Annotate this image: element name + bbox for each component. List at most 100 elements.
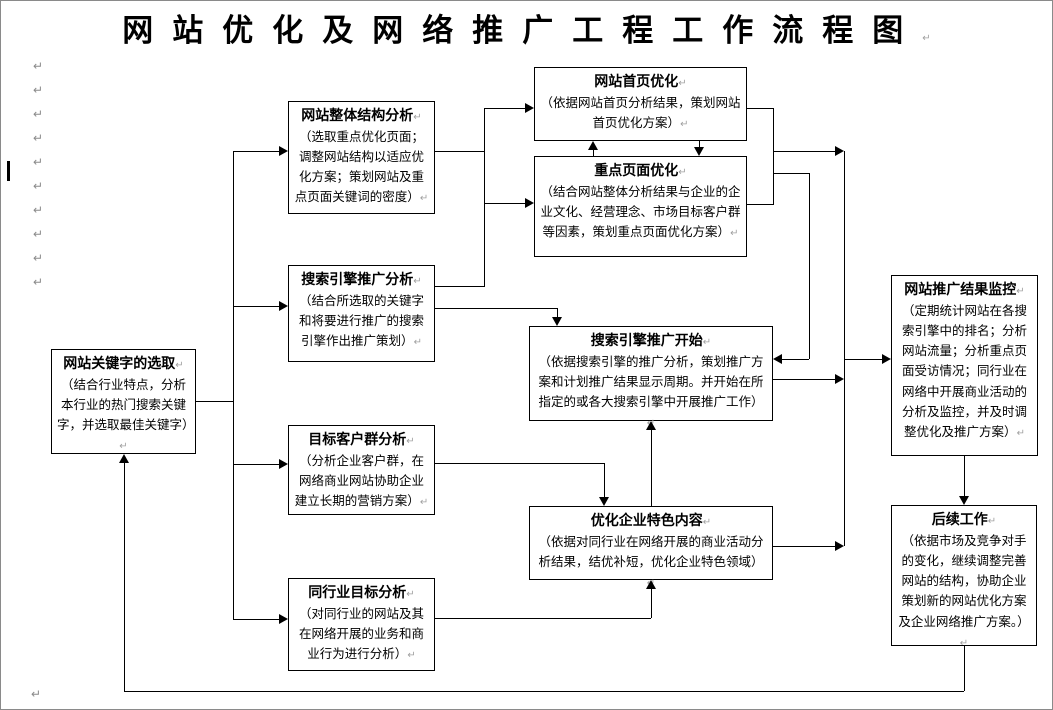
- box-body: （分析企业客户群，在网络商业网站协助企业建立长期的营销方案）↵: [294, 453, 429, 509]
- connector-line: [773, 546, 835, 547]
- arrowhead-down-icon: [552, 317, 562, 326]
- paragraph-mark: ↵: [33, 203, 44, 217]
- connector-line: [773, 151, 835, 152]
- text-cursor: [7, 161, 10, 181]
- paragraph-mark: ↵: [922, 33, 931, 44]
- arrowhead-up-icon: [119, 454, 129, 463]
- box-body: （结合网站整体分析结果与企业的企业文化、经营理念、市场目标客户群等因素，策划重点…: [540, 184, 741, 240]
- connector-line: [809, 173, 810, 359]
- connector-line: [699, 141, 700, 148]
- box-body: （结合所选取的关键字和将要进行推广的搜索引擎作出推广策划）↵: [298, 293, 424, 349]
- box-title: 网站关键字的选取↵: [63, 357, 184, 372]
- paragraph-mark: ↵: [680, 118, 689, 130]
- paragraph-mark: ↵: [413, 276, 422, 287]
- arrowhead-down-icon: [694, 147, 704, 156]
- page-title: 网站优化及网络推广工程工作流程图↵: [1, 5, 1052, 50]
- arrowhead-up-icon: [588, 141, 598, 150]
- arrowhead-down-icon: [959, 496, 969, 505]
- connector-line: [484, 108, 525, 109]
- connector-line: [233, 464, 279, 465]
- paragraph-mark: ↵: [33, 227, 44, 241]
- box-body: （选取重点优化页面；调整网站结构以适应优化方案；策划网站及重点页面关键词的密度）…: [294, 129, 429, 205]
- connector-line: [233, 151, 234, 620]
- arrowhead-right-icon: [279, 301, 288, 311]
- connector-line: [484, 108, 485, 287]
- connector-line: [593, 149, 594, 156]
- box-body: （依据网站首页分析结果，策划网站首页优化方案）↵: [540, 95, 741, 130]
- connector-line: [747, 204, 773, 205]
- paragraph-mark: ↵: [730, 228, 739, 240]
- arrowhead-right-icon: [279, 459, 288, 469]
- box-body: （对同行业的网站及其在网络开展的业务和商业行为进行分析）↵: [298, 606, 424, 662]
- paragraph-mark: ↵: [987, 516, 997, 527]
- connector-line: [651, 430, 652, 506]
- box-body: （定期统计网站在各搜索引擎中的排名；分析网站流量；分析重点页面受访情况；同行业在…: [901, 303, 1027, 440]
- box-title: 优化企业特色内容↵: [590, 514, 712, 529]
- paragraph-mark: ↵: [702, 337, 712, 348]
- paragraph-mark: ↵: [33, 275, 44, 289]
- box-title: 重点页面优化↵: [594, 164, 687, 179]
- paragraph-mark: ↵: [678, 78, 687, 89]
- flow-box-search-engine-promo-start: 搜索引擎推广开始↵ （依据搜索引擎的推广分析，策划推广方案和计划推广结果显示周期…: [529, 326, 773, 429]
- connector-line: [196, 401, 233, 402]
- connector-line: [844, 151, 845, 546]
- box-body: （结合行业特点，分析本行业的热门搜索关键字，并选取最佳关键字）↵: [57, 377, 195, 453]
- paragraph-mark: ↵: [33, 59, 44, 73]
- arrowhead-right-icon: [835, 541, 844, 551]
- connector-line: [484, 203, 525, 204]
- connector-line: [964, 456, 965, 496]
- arrowhead-right-icon: [525, 103, 534, 113]
- connector-line: [782, 359, 809, 360]
- flow-box-search-engine-promo-analysis: 搜索引擎推广分析↵ （结合所选取的关键字和将要进行推广的搜索引擎作出推广策划）↵: [288, 265, 435, 362]
- arrowhead-right-icon: [882, 354, 891, 364]
- arrowhead-left-icon: [773, 354, 782, 364]
- flow-box-enterprise-feature-optimization: 优化企业特色内容↵ （依据对同行业在网络开展的商业活动分析结果，结优补短，优化企…: [529, 506, 773, 589]
- paragraph-mark: ↵: [119, 441, 128, 453]
- flow-box-promo-result-monitoring: 网站推广结果监控↵ （定期统计网站在各搜索引擎中的排名；分析网站流量；分析重点页…: [891, 275, 1038, 456]
- connector-line: [773, 379, 835, 380]
- flow-box-target-customer-analysis: 目标客户群分析↵ （分析企业客户群，在网络商业网站协助企业建立长期的营销方案）↵: [288, 425, 435, 515]
- box-title: 目标客户群分析↵: [308, 433, 415, 448]
- paragraph-mark: ↵: [702, 517, 712, 528]
- box-body: （依据对同行业在网络开展的商业活动分析结果，结优补短，优化企业特色领域）↵: [538, 534, 764, 590]
- connector-line: [124, 691, 964, 692]
- flow-box-follow-up-work: 后续工作↵ （依据市场及竞争对手的变化，继续调整完善网站的结构，协助企业策划新的…: [891, 505, 1037, 649]
- connector-line: [557, 308, 558, 318]
- paragraph-mark: ↵: [175, 360, 184, 371]
- paragraph-mark: ↵: [407, 650, 416, 662]
- connector-line: [233, 306, 279, 307]
- connector-line: [773, 173, 809, 174]
- connector-line: [844, 359, 882, 360]
- box-title: 网站首页优化↵: [594, 75, 687, 90]
- paragraph-mark: ↵: [1016, 286, 1025, 297]
- paragraph-mark: ↵: [33, 179, 44, 193]
- connector-line: [233, 619, 279, 620]
- paragraph-mark: ↵: [413, 337, 422, 349]
- paragraph-mark: ↵: [406, 589, 415, 600]
- box-title: 网站推广结果监控↵: [904, 283, 1025, 298]
- box-title: 后续工作↵: [931, 513, 997, 528]
- connector-line: [435, 286, 484, 287]
- box-body: （依据市场及竞争对手的变化，继续调整完善网站的结构，协助企业策划新的网站优化方案…: [898, 533, 1030, 649]
- paragraph-mark: ↵: [959, 637, 969, 649]
- arrowhead-up-icon: [646, 580, 656, 589]
- box-title: 网站整体结构分析↵: [301, 109, 422, 124]
- connector-line: [435, 308, 558, 309]
- arrowhead-up-icon: [646, 421, 656, 430]
- box-title: 同行业目标分析↵: [308, 586, 415, 601]
- connector-line: [435, 151, 484, 152]
- flow-box-industry-target-analysis: 同行业目标分析↵ （对同行业的网站及其在网络开展的业务和商业行为进行分析）↵: [288, 578, 435, 671]
- arrowhead-right-icon: [279, 146, 288, 156]
- connector-line: [773, 108, 774, 205]
- paragraph-mark: ↵: [33, 83, 44, 97]
- arrowhead-right-icon: [279, 614, 288, 624]
- paragraph-mark: ↵: [33, 251, 44, 265]
- paragraph-mark: ↵: [406, 436, 415, 447]
- connector-line: [124, 463, 125, 691]
- box-title: 搜索引擎推广开始↵: [590, 334, 712, 349]
- connector-line: [651, 589, 652, 618]
- box-title: 搜索引擎推广分析↵: [301, 273, 422, 288]
- arrowhead-right-icon: [835, 374, 844, 384]
- connector-line: [435, 618, 651, 619]
